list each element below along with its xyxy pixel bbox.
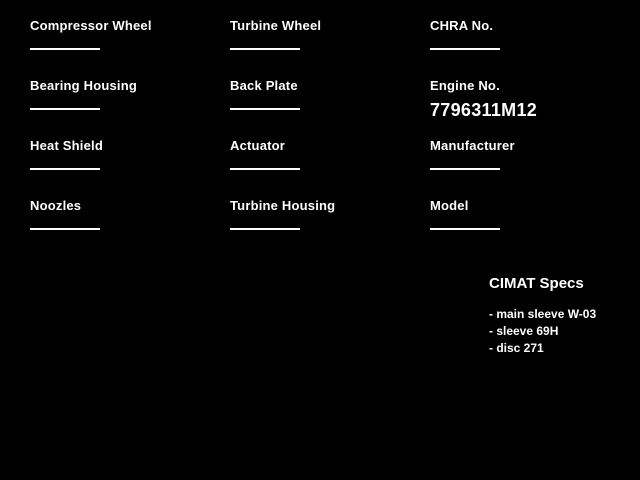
field-label: Turbine Wheel xyxy=(230,18,322,33)
field-back-plate: Back Plate xyxy=(230,78,420,110)
blank-input-line[interactable] xyxy=(430,168,500,170)
cimat-specs-block: CIMAT Specs - main sleeve W-03 - sleeve … xyxy=(489,275,639,357)
spec-item: - sleeve 69H xyxy=(489,324,559,338)
field-chra-no: CHRA No. xyxy=(430,18,620,50)
field-label: Noozles xyxy=(30,198,82,213)
blank-input-line[interactable] xyxy=(30,168,100,170)
field-label: Turbine Housing xyxy=(230,198,336,213)
field-heat-shield: Heat Shield xyxy=(30,138,220,170)
blank-input-line[interactable] xyxy=(230,168,300,170)
field-label: Engine No. xyxy=(430,78,500,93)
field-label: Actuator xyxy=(230,138,286,153)
blank-input-line[interactable] xyxy=(30,228,100,230)
field-label: CHRA No. xyxy=(430,18,494,33)
field-turbine-housing: Turbine Housing xyxy=(230,198,420,230)
field-label: Manufacturer xyxy=(430,138,515,153)
field-manufacturer: Manufacturer xyxy=(430,138,620,170)
field-noozles: Noozles xyxy=(30,198,220,230)
blank-input-line[interactable] xyxy=(30,48,100,50)
engine-no-value: 7796311M12 xyxy=(430,100,538,120)
field-compressor-wheel: Compressor Wheel xyxy=(30,18,220,50)
field-engine-no: Engine No. 7796311M12 xyxy=(430,78,620,121)
blank-input-line[interactable] xyxy=(230,108,300,110)
spec-item: - disc 271 xyxy=(489,341,544,355)
blank-input-line[interactable] xyxy=(230,228,300,230)
blank-input-line[interactable] xyxy=(430,48,500,50)
field-model: Model xyxy=(430,198,620,230)
field-actuator: Actuator xyxy=(230,138,420,170)
blank-input-line[interactable] xyxy=(30,108,100,110)
field-label: Back Plate xyxy=(230,78,298,93)
field-label: Bearing Housing xyxy=(30,78,138,93)
field-bearing-housing: Bearing Housing xyxy=(30,78,220,110)
blank-input-line[interactable] xyxy=(430,228,500,230)
field-label: Heat Shield xyxy=(30,138,103,153)
blank-input-line[interactable] xyxy=(230,48,300,50)
spec-item: - main sleeve W-03 xyxy=(489,307,597,321)
field-turbine-wheel: Turbine Wheel xyxy=(230,18,420,50)
field-label: Compressor Wheel xyxy=(30,18,152,33)
specs-title: CIMAT Specs xyxy=(489,275,584,292)
field-label: Model xyxy=(430,198,469,213)
